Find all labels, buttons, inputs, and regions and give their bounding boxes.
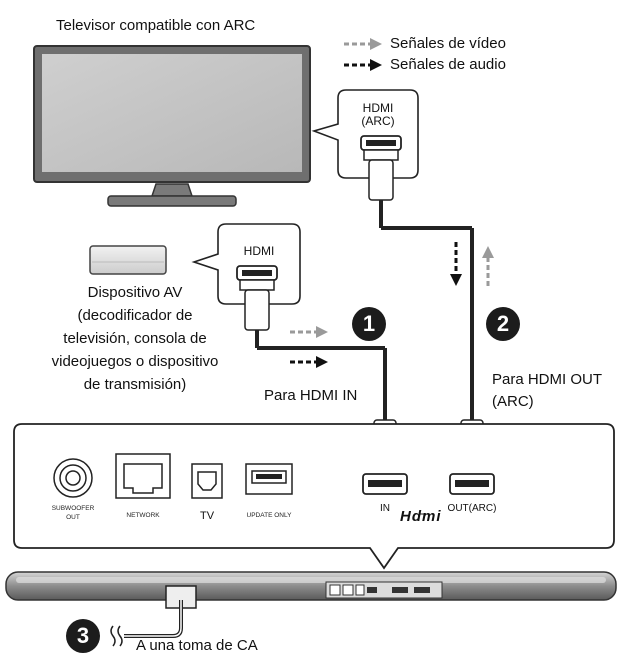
usb-port [245, 463, 293, 495]
network-label: NETWORK [126, 511, 160, 520]
step-2-label-line2: (ARC) [492, 393, 534, 410]
legend-video-label: Señales de vídeo [390, 35, 506, 52]
network-port [115, 453, 171, 499]
soundbar-rear-panel [13, 423, 615, 570]
step-3-badge: 3 [66, 619, 100, 653]
subwoofer-label-2: OUT [66, 513, 80, 522]
legend-video-arrow [344, 38, 382, 50]
tv-optical-label: TV [199, 510, 215, 522]
hdmi-out-label: OUT(ARC) [447, 503, 497, 514]
av-device-caption-4: videojuegos o dispositivo [51, 353, 219, 370]
video-arrow-up [482, 246, 494, 286]
tv-optical-port [191, 463, 223, 499]
step-2-badge: 2 [486, 307, 520, 341]
av-device-caption-5: de transmisión) [83, 376, 187, 393]
subwoofer-label-1: SUBWOOFER [51, 504, 95, 513]
soundbar-hdmi-out-port [449, 473, 495, 495]
legend-audio-arrow [344, 59, 382, 71]
av-device-box [89, 245, 167, 275]
legend-audio-label: Señales de audio [390, 56, 506, 73]
soundbar-body [5, 571, 617, 609]
tv-hdmi-arc-label: HDMI (ARC) [361, 101, 395, 128]
step-1-badge: 1 [352, 307, 386, 341]
audio-arrow-right [290, 356, 328, 368]
tv-illustration [33, 45, 311, 207]
hdmi-in-label: IN [380, 503, 390, 514]
soundbar-hdmi-in-port [362, 473, 408, 495]
av-device-caption-1: Dispositivo AV [87, 284, 183, 301]
video-arrow-right [290, 326, 328, 338]
av-hdmi-label: HDMI [243, 244, 275, 258]
hdmi-logo: Hdmi [400, 508, 442, 525]
usb-label: UPDATE ONLY [246, 511, 292, 520]
step-2-label-line1: Para HDMI OUT [492, 371, 603, 388]
step-3-label: A una toma de CA [136, 637, 258, 654]
power-cord [110, 600, 183, 647]
step-1-label: Para HDMI IN [264, 387, 358, 404]
audio-arrow-down [450, 242, 462, 286]
subwoofer-port [53, 458, 93, 498]
tv-title: Televisor compatible con ARC [56, 17, 256, 34]
av-device-caption-3: televisión, consola de [63, 330, 207, 347]
av-device-caption-2: (decodificador de [77, 307, 193, 324]
